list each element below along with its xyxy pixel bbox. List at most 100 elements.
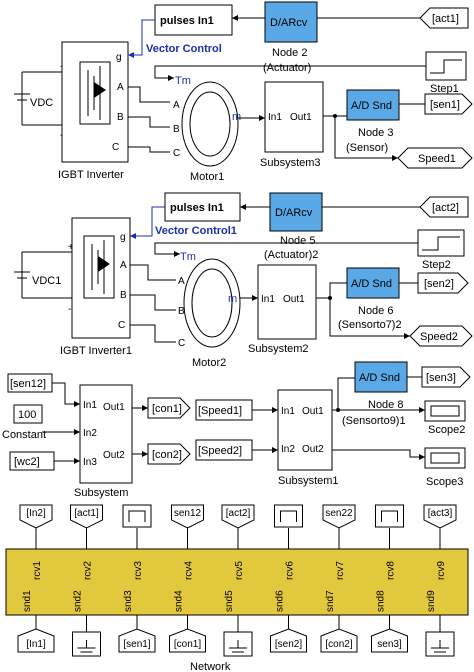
subsystem-2-out: Out1 [283,294,305,305]
network-top-goto-9[interactable] [423,504,457,529]
sen1-label: [sen1] [430,99,460,111]
igbt-inverter-2[interactable] [71,217,131,339]
network-bottom-from-3[interactable] [118,628,156,653]
network-top-scope-8[interactable] [375,504,404,528]
plus-label-2: + [68,242,74,253]
network-top-scope-icon-8 [381,510,398,522]
vector-control-label-1: Vector Control [146,43,222,55]
network-rcv-label-1: rcv1 [32,561,43,580]
dc-source-label-2: VDC1 [32,275,61,287]
network-rcv-label-2: rcv2 [83,561,94,580]
sen3-label: [sen3] [426,372,456,384]
network-bottom-label-6: [sen2] [275,639,302,650]
motor-2-port-b: B [178,306,185,317]
network-ground-icon-2 [77,640,96,657]
motor-1-tm-label: Tm [175,75,191,87]
motor-2-m-label: m [228,293,237,305]
subsystem-2[interactable] [257,264,317,340]
subsystem-1[interactable] [277,389,333,471]
node-3-ad-block[interactable] [346,89,400,121]
network-snd-label-5: snd5 [224,590,235,612]
motor-1-port-a: A [173,100,180,111]
node-2-sub: (Actuator) [263,62,311,74]
node-5-sub: (Actuator)2 [264,249,318,261]
motor-2-port-c: C [178,338,185,349]
node-6-ad-block[interactable] [346,267,400,299]
subsystem-block[interactable] [79,384,133,484]
network-bottom-label-4: [con1] [174,639,201,650]
inverter-port-c-2: C [118,320,125,331]
sen2-goto[interactable] [417,272,469,294]
act1-goto[interactable] [419,7,469,29]
sen3-goto[interactable] [421,366,471,388]
sen1-goto[interactable] [424,93,473,115]
section-3: [sen12] 100 Constant [wc2] In1 In2 In3 O… [2,361,471,499]
network-bottom-from-7[interactable] [320,628,358,653]
scope-3-label: Scope3 [426,476,463,488]
subsystem-label: Subsystem [74,487,128,499]
node-8-ad-block[interactable] [354,361,408,393]
network-bottom-from-1[interactable] [17,628,55,653]
step-1-block[interactable] [425,51,467,81]
network-top-label-4: sen12 [174,508,202,519]
speed2-from-label: [Speed2] [198,445,242,457]
node-5-dar-block[interactable] [269,192,323,232]
network-top-scope-3[interactable] [122,504,152,528]
minus-label-2: - [68,304,71,315]
network-bus[interactable] [5,548,469,616]
vector-control-label-2: Vector Control1 [155,225,237,237]
network-snd-label-7: snd7 [325,590,336,612]
network-top-goto-1[interactable] [19,504,53,529]
network-bottom-from-4[interactable] [169,628,206,653]
speed-1-outport[interactable] [397,147,473,169]
speed-2-outport[interactable] [409,325,473,347]
network-rcv-label-6: rcv6 [285,561,296,580]
step-2-label: Step2 [422,259,451,271]
subsystem-1-out2: Out2 [302,444,324,455]
act2-goto[interactable] [419,196,469,218]
network-top-label-5: [act2] [226,508,251,519]
con1-goto[interactable] [147,397,191,419]
constant-block[interactable] [13,404,43,424]
network-bottom-from-6[interactable] [270,628,307,653]
constant-label: Constant [2,429,46,441]
network-label: Network [190,661,231,672]
igbt-symbol-2 [83,235,115,299]
pulses-block-1[interactable] [154,4,233,36]
network-top-goto-7[interactable] [322,504,356,529]
dc-source-1[interactable] [14,71,62,126]
act1-label: [act1] [432,13,459,25]
con2-goto[interactable] [147,443,191,465]
network-ground-icon-9 [431,640,449,657]
network-snd-label-8: snd8 [376,590,387,612]
network-ground-icon-5 [229,640,247,657]
dc-source-2[interactable] [14,251,72,299]
dc-source-label-1: VDC [30,97,53,109]
network-snd-label-6: snd6 [275,590,286,612]
constant-value: 100 [18,409,36,421]
node-5-dar-label: D/ARcv [275,207,313,219]
motor-2[interactable] [183,258,241,348]
pulses-label-1: pulses In1 [160,15,214,27]
node-2-dar-block[interactable] [264,1,318,43]
motor-1[interactable] [181,81,239,167]
network-top-goto-2[interactable] [70,504,103,529]
igbt-symbol-1 [79,61,111,125]
network-bottom-label-8: sen3] [377,639,402,650]
step-2-block[interactable] [417,229,465,257]
node-8-sub: (Sensorto9)1 [342,415,406,427]
network-rcv-label-4: rcv4 [184,561,195,580]
network-top-goto-4[interactable] [171,504,204,529]
subsystem-3[interactable] [264,81,324,153]
network-bottom-from-8[interactable] [371,628,408,653]
network-snd-label-1: snd1 [22,590,33,612]
inverter-port-a-1: A [117,82,124,93]
network-rcv-label-3: rcv3 [133,561,144,580]
sen2-label: [sen2] [424,278,454,290]
network-top-goto-5[interactable] [221,504,255,529]
network-top-scope-icon-3 [128,510,146,522]
motor-1-m-label: m [232,111,241,123]
network-top-scope-6[interactable] [274,504,303,528]
network-snd-label-2: snd2 [73,590,84,612]
